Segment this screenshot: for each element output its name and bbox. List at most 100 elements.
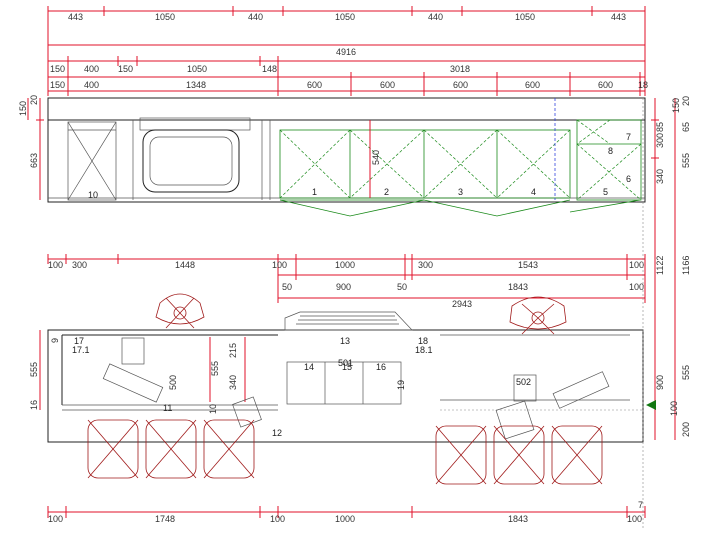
label-502: 502 — [516, 377, 531, 387]
dim-right-85: 85 — [655, 122, 665, 132]
dim-bottom-100b: 100 — [270, 514, 285, 524]
dim-row3-6: 3018 — [450, 64, 470, 74]
top-dimension-chain: 443 1050 440 1050 440 1050 443 4916 150 … — [47, 6, 648, 96]
dim-mid-2943: 2943 — [452, 299, 472, 309]
label-19: 19 — [396, 380, 406, 390]
label-17-1: 17.1 — [72, 345, 90, 355]
dim-top-1: 443 — [68, 12, 83, 22]
dim-right-20: 20 — [681, 96, 691, 106]
dim-mid2-900: 900 — [336, 282, 351, 292]
dim-right-1122: 1122 — [655, 256, 665, 275]
dim-340-inner: 340 — [228, 375, 238, 390]
label-18-1: 18.1 — [415, 345, 433, 355]
dim-500-inner: 500 — [168, 375, 178, 390]
label-11: 11 — [163, 403, 172, 413]
label-14: 14 — [304, 362, 314, 372]
dim-mid-300b: 300 — [418, 260, 433, 270]
dim-top-4: 1050 — [335, 12, 355, 22]
dim-mid-100c: 100 — [629, 260, 644, 270]
dim-row3-4: 1050 — [187, 64, 207, 74]
dim-mid-100a: 100 — [48, 260, 63, 270]
dim-row3-5: 148 — [262, 64, 277, 74]
dim-mid2-50b: 50 — [397, 282, 407, 292]
dim-555-inner: 555 — [210, 361, 220, 376]
cabinet-3: 3 — [458, 187, 463, 197]
dim-top-2: 1050 — [155, 12, 175, 22]
cabinet-2: 2 — [384, 187, 389, 197]
dim-mid2-1843: 1843 — [508, 282, 528, 292]
dim-row3-2: 400 — [84, 64, 99, 74]
dim-right-340: 340 — [655, 169, 665, 184]
dim-row4-1: 150 — [50, 80, 65, 90]
dim-top-6: 1050 — [515, 12, 535, 22]
cabinet-1: 1 — [312, 187, 317, 197]
dim-bottom-1748: 1748 — [155, 514, 175, 524]
left-lower-dimensions: 9 555 16 — [29, 330, 60, 410]
dim-right-555: 555 — [681, 153, 691, 168]
dim-left-9: 9 — [50, 338, 60, 343]
dim-total-width: 4916 — [336, 47, 356, 57]
dim-top-3: 440 — [248, 12, 263, 22]
dim-left-663: 663 — [29, 153, 39, 168]
dim-left-555: 555 — [29, 362, 39, 377]
dim-bottom-7: 7 — [638, 500, 643, 510]
dim-bottom-100c: 100 — [627, 514, 642, 524]
dim-right-200: 200 — [681, 422, 691, 437]
label-12: 12 — [272, 428, 282, 438]
dim-540: 540 — [371, 150, 381, 165]
dim-mid-1448: 1448 — [175, 260, 195, 270]
dim-mid-100b: 100 — [272, 260, 287, 270]
dim-row4-2: 400 — [84, 80, 99, 90]
dim-mid-1000: 1000 — [335, 260, 355, 270]
left-upper-dimensions: 20 150 663 — [18, 95, 44, 200]
dim-row4-9: 18 — [638, 80, 648, 90]
cabinet-6: 6 — [626, 174, 631, 184]
dim-row4-8: 600 — [598, 80, 613, 90]
label-16: 16 — [376, 362, 386, 372]
dim-mid-300a: 300 — [72, 260, 87, 270]
dim-right-555b: 555 — [681, 365, 691, 380]
dim-right-65: 65 — [681, 122, 691, 132]
upper-elevation: 10 540 1 2 3 4 5 — [47, 97, 646, 217]
right-lower-dimensions: 900 555 100 200 — [646, 330, 691, 440]
label-15: 15 — [342, 362, 352, 372]
dim-215: 215 — [228, 343, 238, 358]
dim-bottom-1000: 1000 — [335, 514, 355, 524]
dim-row4-7: 600 — [525, 80, 540, 90]
chairs — [87, 293, 603, 485]
right-upper-dimensions: 150 20 85 65 300 340 555 — [651, 96, 691, 200]
dim-bottom-1843: 1843 — [508, 514, 528, 524]
lower-plan: 17 17.1 215 555 340 500 10 11 12 13 18 1… — [47, 311, 644, 443]
dim-right-900: 900 — [655, 375, 665, 390]
dim-left-150: 150 — [18, 101, 28, 116]
label-17: 17 — [74, 336, 84, 346]
bottom-dimension-chain: 100 1748 100 1000 1843 100 7 — [47, 500, 646, 524]
dim-row3-1: 150 — [50, 64, 65, 74]
dim-row4-4: 600 — [307, 80, 322, 90]
dim-left-16: 16 — [29, 400, 39, 410]
dim-mid2-100: 100 — [629, 282, 644, 292]
dim-row4-6: 600 — [453, 80, 468, 90]
dim-top-5: 440 — [428, 12, 443, 22]
dim-right-300: 300 — [655, 133, 665, 148]
dim-right-100: 100 — [669, 401, 679, 416]
dim-right-150: 150 — [671, 98, 681, 113]
cabinet-4: 4 — [531, 187, 536, 197]
dim-row4-3: 1348 — [186, 80, 206, 90]
cabinet-7: 7 — [626, 132, 631, 142]
dim-right-1166: 1166 — [681, 256, 691, 275]
label-18: 18 — [418, 336, 428, 346]
cabinet-10: 10 — [88, 190, 98, 200]
dim-10-inner: 10 — [208, 404, 218, 414]
dim-mid-1543: 1543 — [518, 260, 538, 270]
right-middle-dimensions: 1122 1166 — [654, 200, 691, 330]
middle-dimension-chain: 100 300 1448 100 1000 300 1543 100 50 90… — [47, 254, 646, 309]
dim-mid2-50a: 50 — [282, 282, 292, 292]
cabinet-8: 8 — [608, 146, 613, 156]
label-13: 13 — [340, 336, 350, 346]
dim-top-7: 443 — [611, 12, 626, 22]
label-501: 501 — [338, 358, 353, 368]
dim-row4-5: 600 — [380, 80, 395, 90]
dim-row3-3: 150 — [118, 64, 133, 74]
